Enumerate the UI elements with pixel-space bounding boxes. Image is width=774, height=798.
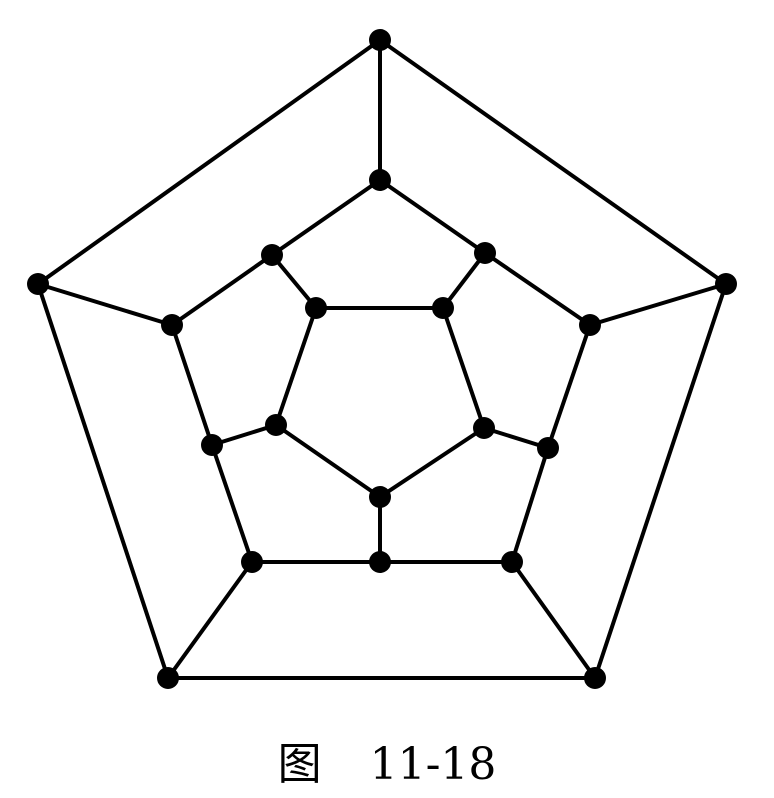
vertex-q3: [369, 551, 391, 573]
edge-i3-i4: [274, 423, 382, 499]
edge-q1-i1: [441, 251, 487, 310]
edge-m5-q5: [170, 253, 274, 327]
figure-caption: 图 11-18: [0, 728, 774, 792]
vertex-m1: [369, 169, 391, 191]
edge-o5-m5: [36, 282, 174, 327]
vertex-i1: [432, 297, 454, 319]
vertex-i2: [473, 417, 495, 439]
edge-o1-o2: [378, 38, 728, 286]
edge-q2-i2: [482, 426, 550, 450]
vertex-q5: [261, 244, 283, 266]
edge-m2-q2: [546, 323, 592, 450]
edge-q1-m2: [483, 251, 592, 327]
edge-o4-o5: [36, 282, 170, 680]
vertex-m2: [579, 314, 601, 336]
vertex-i3: [369, 486, 391, 508]
vertex-m5: [161, 314, 183, 336]
vertex-q1: [474, 242, 496, 264]
edge-q4-i4: [210, 423, 278, 447]
graph-edges: [36, 38, 728, 680]
vertex-m4: [241, 551, 263, 573]
vertex-o1: [369, 29, 391, 51]
edge-i4-i5: [274, 306, 318, 427]
vertex-o4: [157, 667, 179, 689]
vertex-o3: [584, 667, 606, 689]
edge-o4-m4: [166, 560, 254, 680]
vertex-q4: [201, 434, 223, 456]
vertex-i5: [305, 297, 327, 319]
edge-o5-o1: [36, 38, 382, 286]
figure-caption-number: 11-18: [369, 739, 497, 790]
edge-i2-i3: [378, 426, 486, 499]
edge-o3-m3: [510, 560, 597, 680]
edge-o2-o3: [593, 282, 728, 680]
figure-caption-prefix: 图: [277, 739, 322, 790]
graph-vertices: [27, 29, 737, 689]
vertex-m3: [501, 551, 523, 573]
edge-q4-m5: [170, 323, 214, 447]
vertex-o5: [27, 273, 49, 295]
vertex-o2: [715, 273, 737, 295]
edge-m1-q1: [378, 178, 487, 255]
edge-q5-m1: [270, 178, 382, 257]
edge-i1-i2: [441, 306, 486, 430]
edge-q2-m3: [510, 446, 550, 564]
edge-o2-m2: [588, 282, 728, 327]
vertex-q2: [537, 437, 559, 459]
edge-m4-q4: [210, 443, 254, 564]
edge-q5-i5: [270, 253, 318, 310]
vertex-i4: [265, 414, 287, 436]
